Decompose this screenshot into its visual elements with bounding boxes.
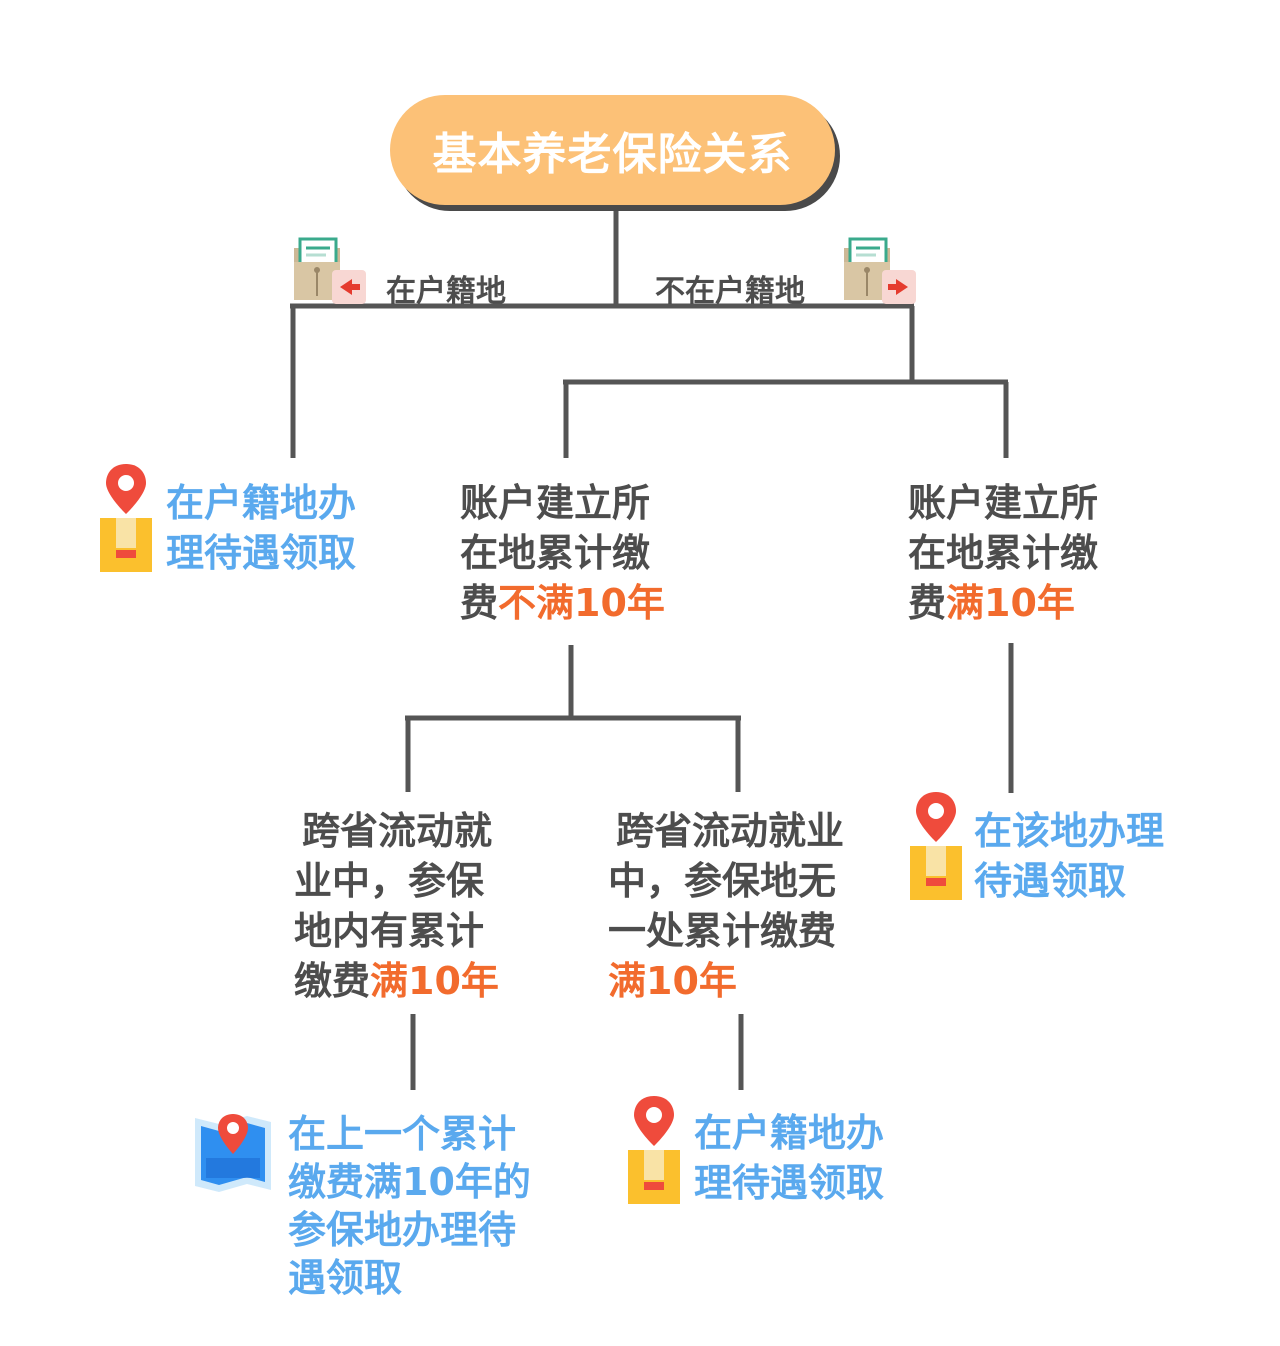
mid-condition-text: 账户建立所 在地累计缴 费不满10年 <box>460 481 665 625</box>
sub-left-result-text: 在上一个累计 缴费满10年的 参保地办理待 遇领取 <box>288 1112 531 1300</box>
location-pin-box-icon <box>100 464 152 572</box>
root-title: 基本养老保险关系 <box>432 129 793 180</box>
right-condition-text: 账户建立所 在地累计缴 费满10年 <box>908 481 1099 625</box>
left-result-text: 在户籍地办 理待遇领取 <box>166 481 357 575</box>
file-move-in-icon <box>294 237 366 304</box>
location-pin-box-icon <box>628 1096 680 1204</box>
root-node: 基本养老保险关系 <box>390 95 835 205</box>
map-pin-icon <box>195 1114 271 1192</box>
file-move-out-icon <box>844 237 916 304</box>
location-pin-box-icon <box>910 792 962 900</box>
sub-right-condition-text: 跨省流动就业 中，参保地无 一处累计缴费 满10年 <box>608 809 845 1003</box>
branch-label-left: 在户籍地 <box>386 274 506 309</box>
sub-left-condition-text: 跨省流动就 业中，参保 地内有累计 缴费满10年 <box>294 809 499 1003</box>
right-result-text: 在该地办理 待遇领取 <box>974 809 1165 903</box>
sub-right-result-text: 在户籍地办 理待遇领取 <box>694 1111 885 1205</box>
branch-label-right: 不在户籍地 <box>655 274 805 309</box>
